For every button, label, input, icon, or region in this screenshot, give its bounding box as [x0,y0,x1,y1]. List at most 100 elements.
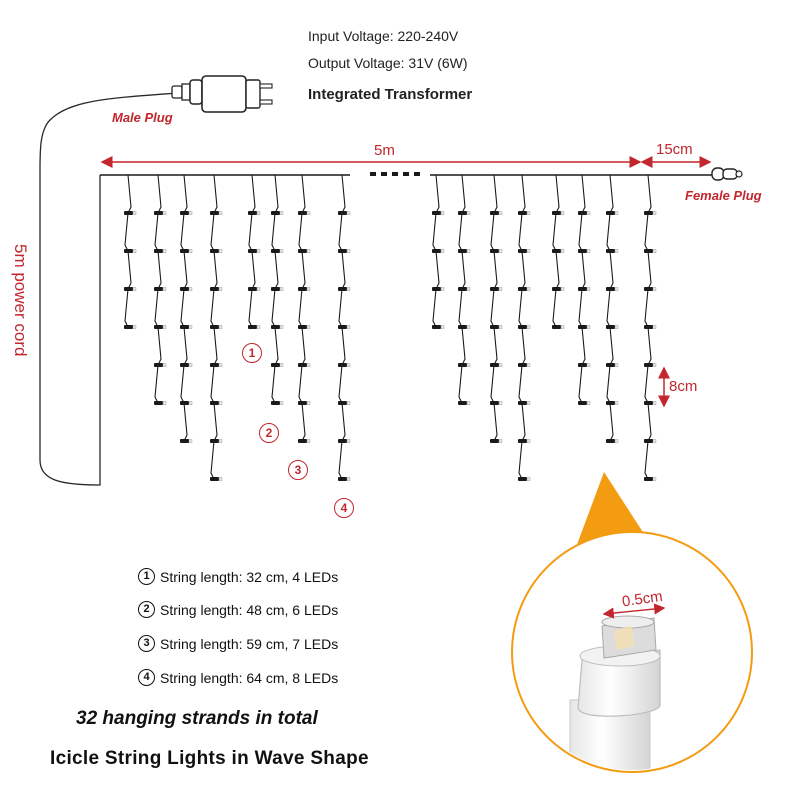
led-bulb [298,439,307,443]
led-lens [440,325,445,329]
female-plug-label: Female Plug [685,188,762,203]
led-lens [498,211,503,215]
led-lens [132,325,137,329]
led-lens [560,325,565,329]
led-lens [306,439,311,443]
led-lens [162,325,167,329]
led-lens [162,401,167,405]
strand-marker-1: 1 [242,343,262,363]
led-bulb [298,287,307,291]
led-lens [218,439,223,443]
strand-1 [124,174,137,329]
led-lens [652,249,657,253]
led-bulb [490,249,499,253]
led-lens [306,287,311,291]
led-lens [218,211,223,215]
strand-3 [180,174,193,443]
led-lens [586,211,591,215]
zoom-detail: 0.5cm [511,531,753,773]
tail-length-label: 15cm [656,141,693,158]
led-bulb [248,287,257,291]
led-lens [526,325,531,329]
led-bulb [124,211,133,215]
led-bulb [458,287,467,291]
led-bulb [210,211,219,215]
led-diameter-arrow [602,603,666,619]
led-bulb [606,401,615,405]
led-lens [279,401,284,405]
led-lens [346,477,351,481]
led-bulb [180,363,189,367]
legend-marker-1: 1 [138,568,155,585]
led-lens [218,249,223,253]
led-lens [586,287,591,291]
led-lens [306,325,311,329]
legend-text-3: String length: 59 cm, 7 LEDs [160,635,339,652]
led-lens [188,325,193,329]
led-bulb [432,325,441,329]
led-bulb [338,325,347,329]
led-bulb [298,363,307,367]
led-lens [346,401,351,405]
led-bulb [338,287,347,291]
led-lens [614,439,619,443]
led-bulb [458,325,467,329]
led-bulb [458,401,467,405]
male-plug-label: Male Plug [112,110,173,125]
led-lens [526,363,531,367]
led-lens [188,363,193,367]
strand-marker-4: 4 [334,498,354,518]
led-lens [466,401,471,405]
led-lens [346,249,351,253]
led-bulb [644,401,653,405]
led-lens [466,211,471,215]
led-lens [279,249,284,253]
led-bulb [578,287,587,291]
led-bulb [180,287,189,291]
led-lens [346,211,351,215]
led-lens [440,287,445,291]
strand-14 [578,174,591,405]
led-lens [498,249,503,253]
led-bulb [180,439,189,443]
led-bulb [644,249,653,253]
led-lens [346,287,351,291]
led-lens [218,363,223,367]
led-bulb [606,249,615,253]
led-bulb [271,211,280,215]
led-bulb [606,325,615,329]
strand-7 [298,174,311,443]
led-bulb [518,325,527,329]
led-lens [162,287,167,291]
led-bulb [338,477,347,481]
led-bulb [124,287,133,291]
strand-11 [490,174,503,443]
legend-text-4: String length: 64 cm, 8 LEDs [160,669,339,686]
led-bulb [518,439,527,443]
led-lens [560,249,565,253]
led-lens [466,249,471,253]
led-lens [279,363,284,367]
led-lens [586,325,591,329]
led-bulb [518,477,527,481]
led-bulb [432,211,441,215]
led-lens [498,363,503,367]
led-bulb [644,363,653,367]
led-lens [132,211,137,215]
led-bulb [518,249,527,253]
led-lens [306,211,311,215]
led-lens [652,439,657,443]
led-lens [614,401,619,405]
zoom-pointer [575,472,648,550]
led-lens [614,325,619,329]
led-bulb [271,401,280,405]
led-lens [526,401,531,405]
led-bulb [578,401,587,405]
led-lens [256,249,261,253]
led-lens [346,363,351,367]
led-bulb [298,249,307,253]
led-spacing-label: 8cm [669,378,698,395]
strand-9 [432,174,445,329]
led-lens [652,401,657,405]
